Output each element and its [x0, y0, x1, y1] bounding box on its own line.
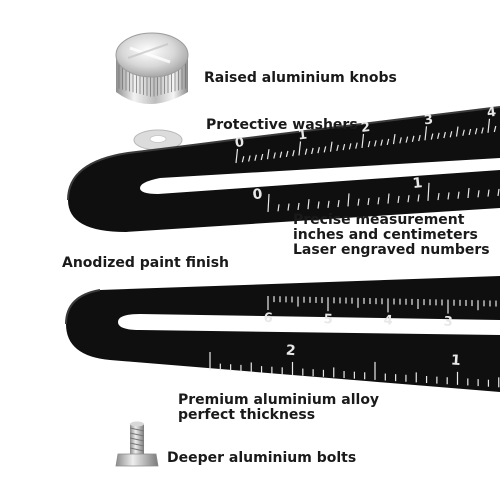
scale-tick	[248, 155, 251, 162]
scale-tick	[277, 204, 280, 212]
label-alloy-line-2: perfect thickness	[178, 407, 316, 423]
scale-tick	[493, 125, 497, 133]
scale-tick	[241, 156, 245, 163]
scale-tick	[336, 144, 339, 152]
scale-number-bottom-lower: 1	[450, 352, 461, 369]
scale-tick	[487, 189, 490, 197]
scale-tick	[235, 148, 239, 164]
scale-tick	[418, 134, 421, 142]
scale-tick	[474, 128, 478, 135]
scale-tick	[468, 128, 472, 136]
scale-tick	[266, 149, 270, 160]
scale-tick	[430, 133, 434, 140]
scale-tick	[355, 142, 358, 149]
scale-tick	[348, 143, 352, 150]
scale-tick	[292, 150, 295, 157]
scale-tick	[279, 151, 283, 158]
scale-tick	[455, 126, 459, 137]
scale-tick	[285, 150, 289, 158]
scale-tick	[477, 190, 480, 198]
ruler-bottom-slot	[118, 314, 500, 335]
scale-number-bottom-upper: 4	[383, 313, 393, 328]
scale-tick	[298, 141, 302, 156]
label-anodized-paint-finish: Anodized paint finish	[62, 255, 230, 271]
scale-number-top-upper: 1	[297, 127, 308, 143]
scale-number-top-upper: 0	[234, 135, 245, 151]
scale-tick	[317, 201, 320, 209]
scale-tick	[387, 193, 390, 204]
scale-tick	[449, 131, 453, 138]
scale-number-top-upper: 4	[486, 105, 497, 121]
scale-tick	[307, 199, 310, 210]
scale-tick	[399, 137, 402, 144]
scale-number-bottom-upper: 6	[263, 311, 273, 326]
scale-number-top-upper: 2	[360, 120, 371, 136]
scale-tick	[374, 140, 377, 147]
scale-tick	[377, 197, 380, 205]
scale-tick	[424, 126, 428, 141]
scale-tick	[437, 193, 440, 201]
scale-tick	[367, 197, 370, 206]
ruler-top-slot	[140, 158, 500, 194]
scale-number-bottom-lower: 2	[285, 343, 296, 360]
scale-tick	[417, 194, 420, 202]
scale-tick	[327, 200, 330, 208]
scale-tick	[273, 152, 276, 159]
scale-tick	[467, 187, 470, 199]
scale-tick	[323, 146, 327, 153]
scale-tick	[311, 147, 314, 155]
scale-tick	[337, 200, 340, 208]
scale-tick	[260, 153, 264, 161]
scale-tick	[497, 188, 500, 196]
label-precise-measurement: Precise measurement inches and centimete…	[293, 213, 490, 258]
scale-tick	[304, 148, 308, 155]
scale-tick	[405, 136, 409, 143]
scale-number-bottom-upper: 3	[443, 314, 453, 329]
scale-tick	[386, 138, 390, 146]
label-alloy-line-1: Premium aluminium alloy	[178, 392, 380, 408]
label-raised-aluminium-knobs: Raised aluminium knobs	[204, 70, 397, 86]
label-measurement-line-1: Precise measurement	[293, 212, 465, 228]
scale-tick	[437, 132, 440, 139]
label-deeper-aluminium-bolts: Deeper aluminium bolts	[167, 450, 357, 466]
scale-tick	[427, 182, 430, 201]
scale-tick	[342, 144, 346, 151]
scale-tick	[297, 202, 300, 210]
label-premium-alloy: Premium aluminium alloy perfect thicknes…	[178, 393, 379, 423]
scale-number-top-lower: 1	[412, 175, 423, 192]
scale-tick	[361, 133, 365, 148]
aluminium-bolt	[115, 421, 159, 467]
scale-tick	[397, 195, 400, 203]
label-measurement-line-2: inches and centimeters	[293, 227, 478, 243]
scale-tick	[329, 141, 333, 152]
scale-tick	[367, 140, 371, 148]
scale-tick	[411, 135, 415, 142]
scale-number-top-lower: 0	[252, 186, 264, 203]
scale-number-top-upper: 3	[423, 112, 434, 128]
scale-tick	[317, 147, 320, 154]
label-measurement-line-3: Laser engraved numbers	[293, 242, 490, 258]
scale-tick	[457, 191, 460, 199]
scale-tick	[447, 192, 450, 200]
label-protective-washers: Protective washers	[206, 117, 358, 133]
scale-tick	[462, 129, 465, 136]
scale-tick	[487, 118, 491, 133]
scale-tick	[267, 193, 270, 213]
aluminium-knob	[115, 32, 189, 104]
scale-tick	[407, 195, 410, 203]
scale-number-bottom-upper: 5	[323, 312, 333, 327]
scale-tick	[254, 154, 257, 161]
scale-tick	[392, 134, 396, 145]
scale-tick	[357, 198, 360, 206]
ruler-top: 0 1 2 3 4 0 1	[67, 105, 500, 232]
scale-tick	[287, 203, 290, 211]
scale-tick	[347, 193, 350, 207]
scale-tick	[443, 131, 446, 139]
ruler-bottom: 6 5 4 3 2 1	[65, 276, 500, 392]
scale-tick	[481, 127, 484, 134]
scale-tick	[380, 139, 383, 146]
